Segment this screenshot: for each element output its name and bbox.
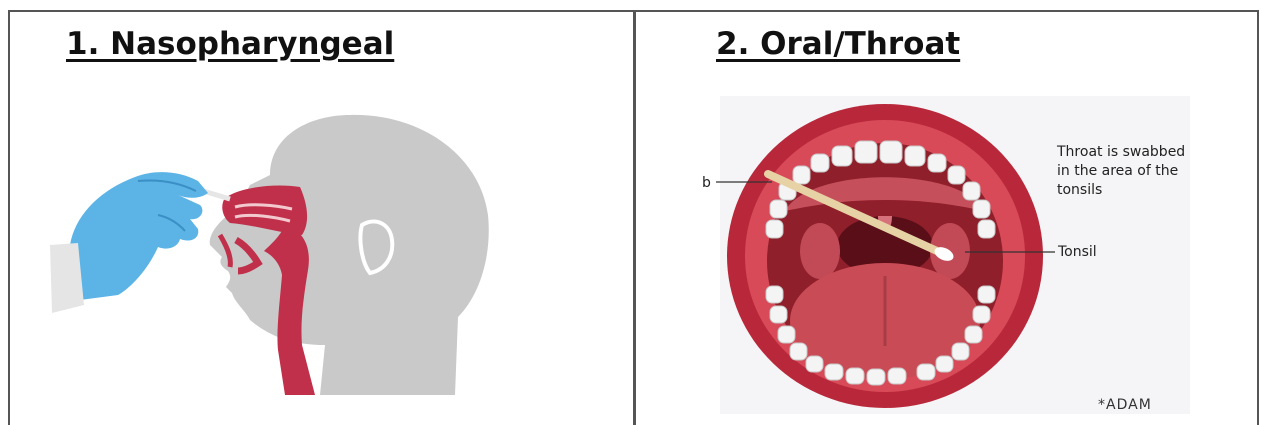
nasopharyngeal-illustration [40, 95, 510, 400]
label-b: b [702, 174, 711, 193]
panel-title-nasopharyngeal: 1. Nasopharyngeal [66, 26, 394, 62]
caption-throat-swabbed: Throat is swabbed in the area of the ton… [1057, 143, 1197, 200]
gloved-hand [70, 172, 208, 300]
panel-title-oral-throat: 2. Oral/Throat [716, 26, 960, 62]
label-tonsil: Tonsil [1058, 243, 1097, 262]
tonsil-left [800, 223, 840, 279]
panel-divider [633, 10, 636, 425]
adam-watermark: *ADAM [1098, 396, 1152, 415]
sleeve [50, 243, 84, 313]
